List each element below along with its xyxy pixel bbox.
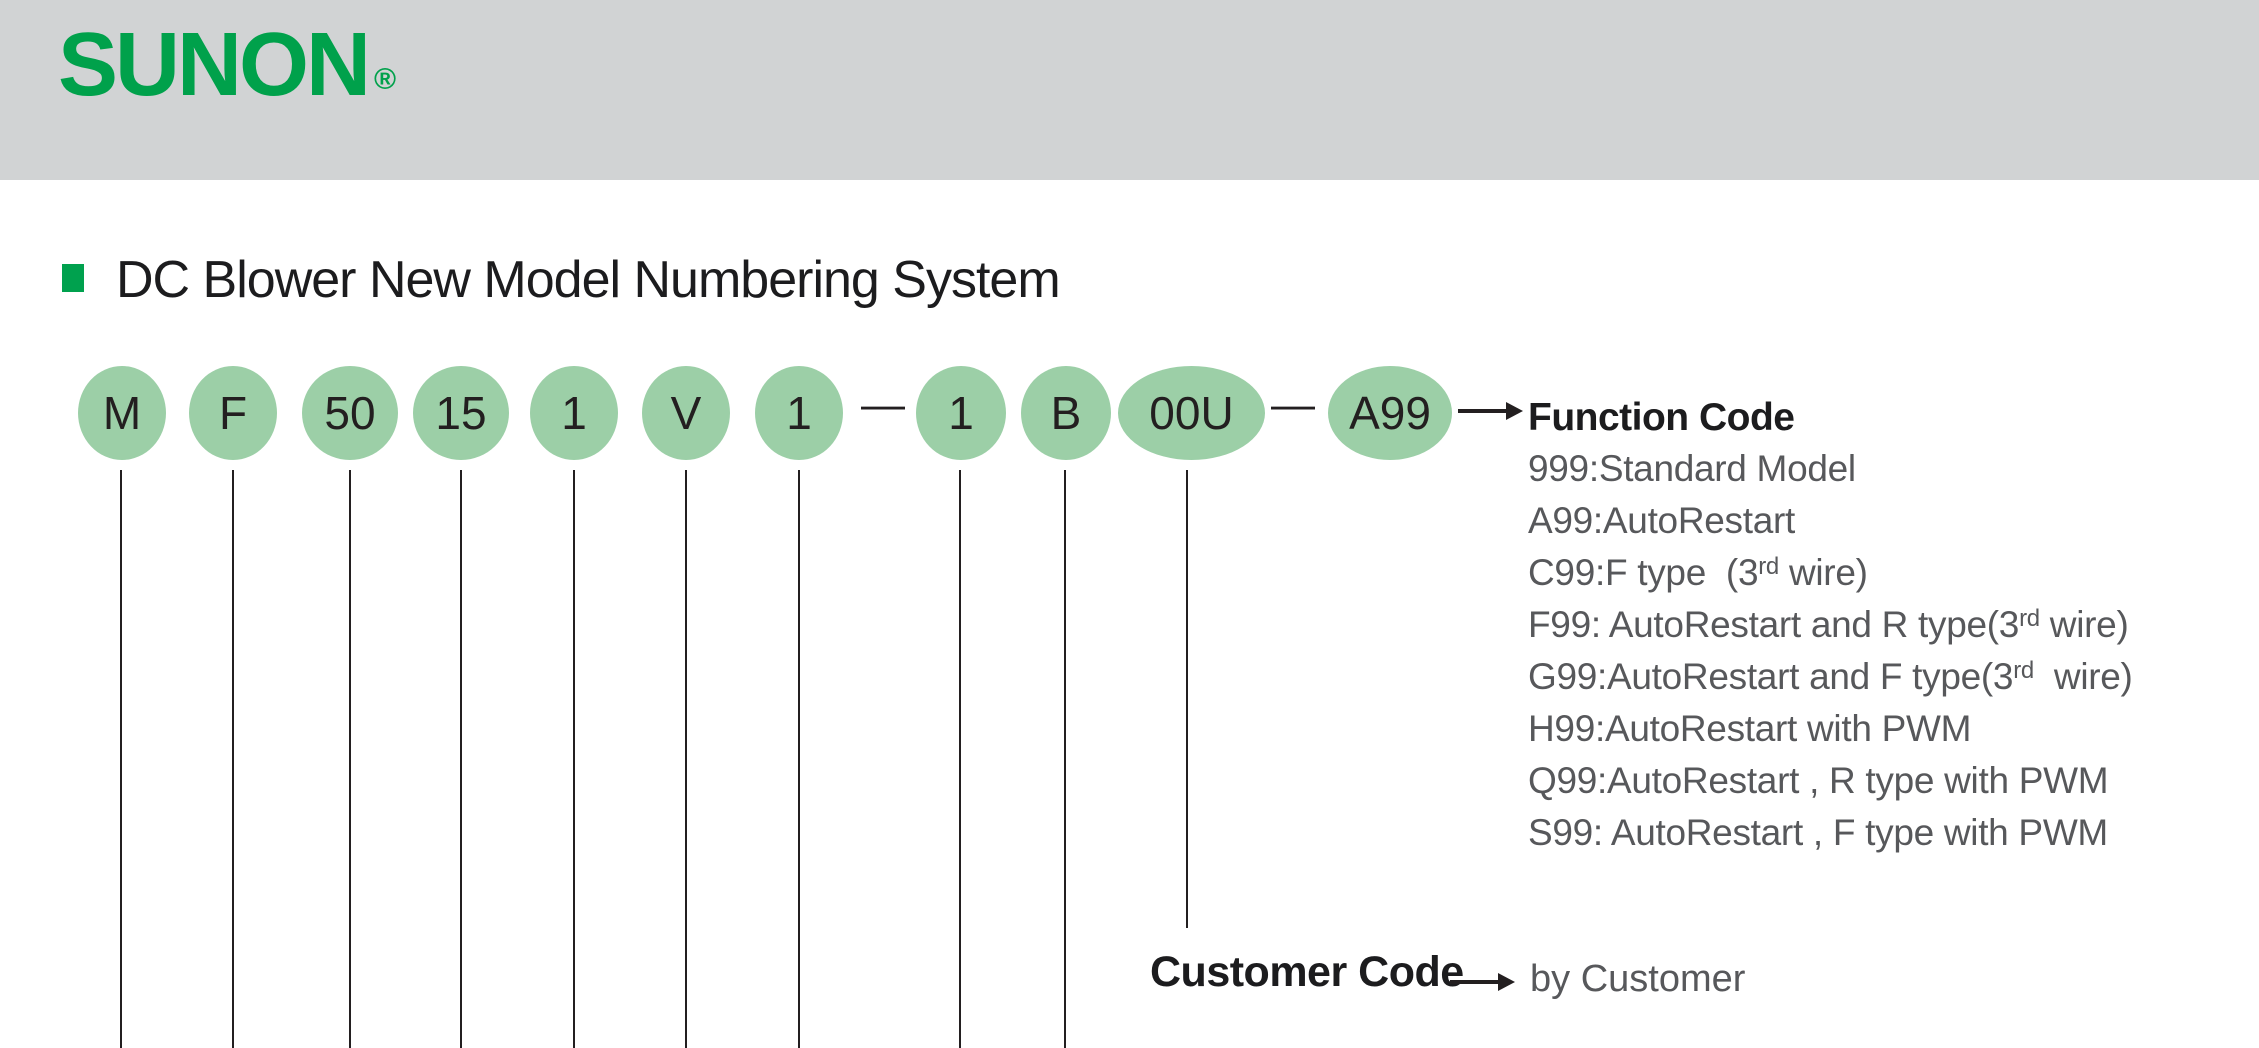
function-code-item: A99:AutoRestart <box>1528 500 1795 542</box>
segment-separator: — <box>861 380 905 429</box>
model-segment: M <box>78 366 166 460</box>
item-superscript: rd <box>2013 657 2034 684</box>
model-segment: F <box>189 366 277 460</box>
item-text: C99:F type (3 <box>1528 552 1759 593</box>
arrow-head <box>1498 973 1515 991</box>
connector-line <box>1064 470 1066 1048</box>
item-text: Q99:AutoRestart , R type with PWM <box>1528 760 2109 801</box>
logo-text: SUNON <box>58 15 371 115</box>
item-text: F99: AutoRestart and R type(3 <box>1528 604 2020 645</box>
arrow-right-icon <box>1450 973 1515 991</box>
arrow-shaft <box>1458 409 1506 413</box>
model-segment: 1 <box>530 366 618 460</box>
function-code-item: G99:AutoRestart and F type(3rd wire) <box>1528 656 2133 698</box>
model-segment: 1 <box>755 366 843 460</box>
function-code-item: S99: AutoRestart , F type with PWM <box>1528 812 2108 854</box>
item-superscript: rd <box>2019 605 2040 632</box>
section-bullet <box>62 264 84 292</box>
arrow-shaft <box>1450 980 1498 984</box>
customer-code-value: by Customer <box>1530 958 1746 1000</box>
model-segment: 00U <box>1118 366 1265 460</box>
item-text: A99:AutoRestart <box>1528 500 1795 541</box>
item-text: 999:Standard Model <box>1528 448 1856 489</box>
item-text: wire) <box>2039 604 2129 645</box>
header-bar: SUNON® <box>0 0 2259 180</box>
model-segment: B <box>1021 366 1111 460</box>
item-text: S99: AutoRestart , F type with PWM <box>1528 812 2108 853</box>
item-text: H99:AutoRestart with PWM <box>1528 708 1972 749</box>
arrow-right-icon <box>1458 402 1523 420</box>
segment-separator: — <box>1271 380 1315 429</box>
connector-line <box>460 470 462 1048</box>
item-superscript: rd <box>1758 553 1779 580</box>
connector-line <box>959 470 961 1048</box>
model-segment: V <box>642 366 730 460</box>
model-segment: 50 <box>302 366 398 460</box>
connector-line <box>685 470 687 1048</box>
registered-trademark-icon: ® <box>374 63 397 96</box>
model-segment: A99 <box>1328 366 1452 460</box>
connector-line <box>573 470 575 1048</box>
item-text: G99:AutoRestart and F type(3 <box>1528 656 2014 697</box>
connector-line <box>120 470 122 1048</box>
function-code-item: Q99:AutoRestart , R type with PWM <box>1528 760 2109 802</box>
connector-line <box>232 470 234 1048</box>
customer-code-label: Customer Code <box>1150 948 1464 996</box>
arrow-head <box>1506 402 1523 420</box>
connector-line <box>798 470 800 1048</box>
item-text: wire) <box>1778 552 1868 593</box>
sunon-logo: SUNON® <box>58 14 396 117</box>
function-code-item: H99:AutoRestart with PWM <box>1528 708 1971 750</box>
model-segment: 1 <box>916 366 1006 460</box>
connector-line <box>349 470 351 1048</box>
function-code-item: F99: AutoRestart and R type(3rd wire) <box>1528 604 2129 646</box>
connector-line-customer-code <box>1186 470 1188 928</box>
section-title: DC Blower New Model Numbering System <box>116 251 1061 309</box>
function-code-item: C99:F type (3rd wire) <box>1528 552 1868 594</box>
function-code-item: 999:Standard Model <box>1528 448 1856 490</box>
model-segment: 15 <box>413 366 509 460</box>
item-text: wire) <box>2033 656 2133 697</box>
function-code-heading: Function Code <box>1528 396 1795 439</box>
